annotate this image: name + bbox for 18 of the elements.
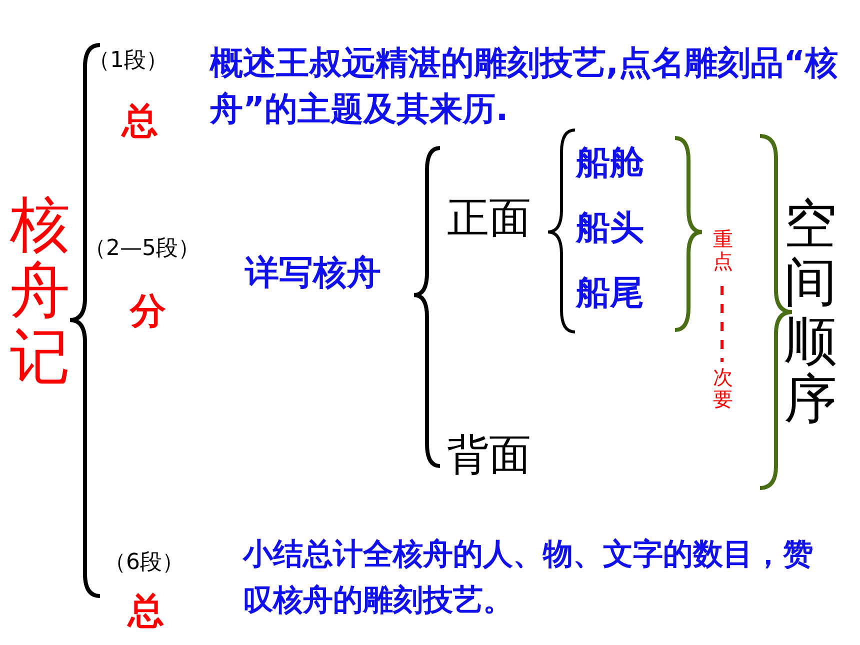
side-label: 背面 — [447, 429, 531, 481]
paragraph-range: （2—5段） — [84, 235, 200, 263]
summary-text: 概述王叔远精湛的雕刻技艺,点名雕刻品“核舟”的主题及其来历. — [210, 42, 840, 130]
title-text: 核舟记 — [10, 192, 70, 390]
order-note: 次要 — [713, 366, 733, 410]
side-label: 正面 — [447, 192, 531, 244]
paragraph-range: （6段） — [104, 549, 184, 577]
paragraph-range: （1段） — [88, 47, 168, 75]
part-label: 船尾 — [576, 272, 644, 315]
section-label: 总 — [122, 100, 158, 144]
section-label: 总 — [128, 590, 164, 634]
part-label: 船舱 — [576, 142, 644, 185]
order-note: 重点 — [713, 228, 733, 272]
order-text: 空间顺序 — [784, 196, 837, 430]
detail-text: 详写核舟 — [245, 252, 381, 295]
section-label: 分 — [130, 290, 166, 334]
conclusion-text: 小结总计全核舟的人、物、文字的数目，赞叹核舟的雕刻技艺。 — [243, 536, 814, 620]
part-label: 船头 — [576, 207, 644, 250]
